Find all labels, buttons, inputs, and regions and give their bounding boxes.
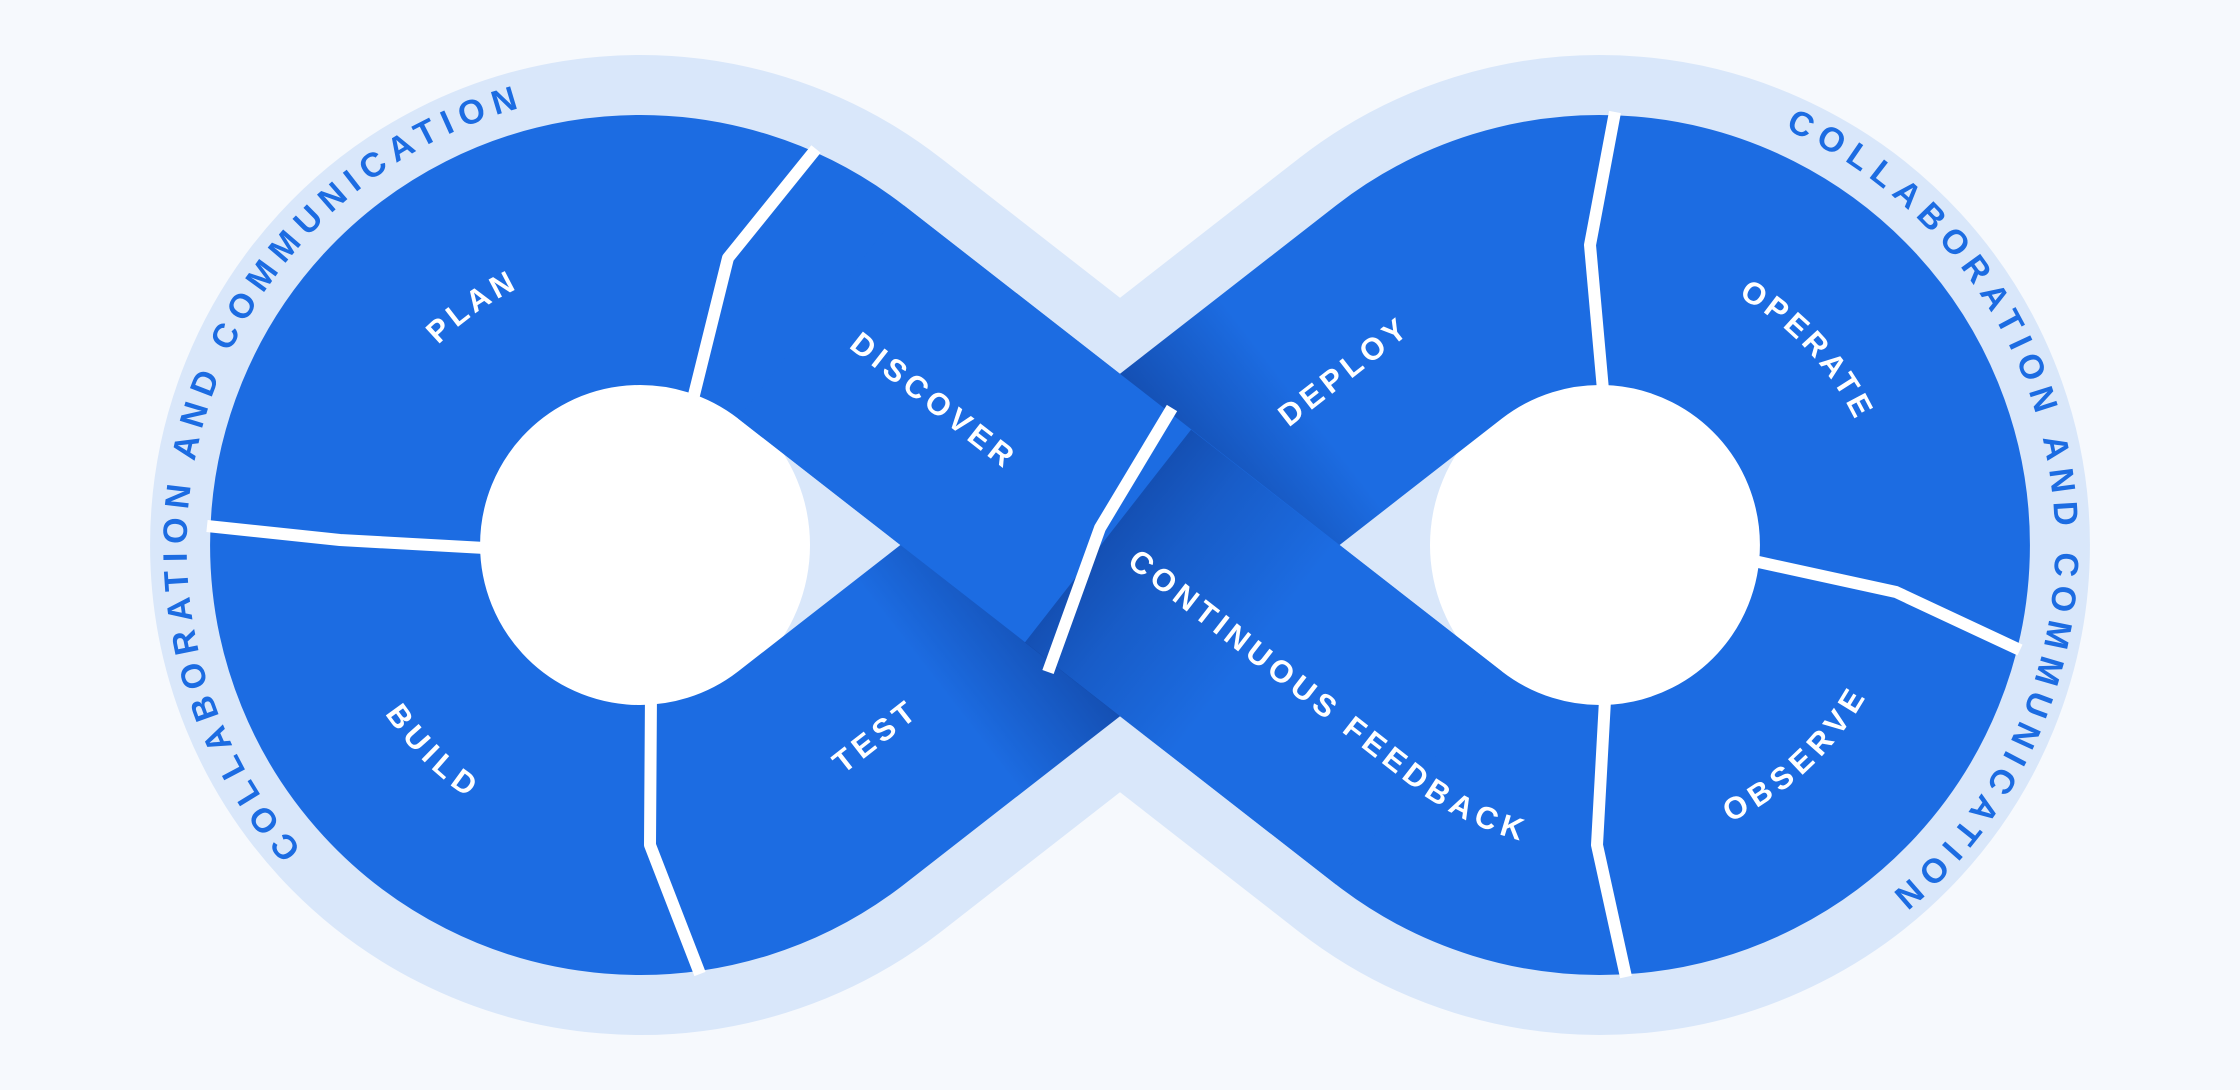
gap-build-test bbox=[644, 690, 706, 977]
right-loop-hole bbox=[1430, 375, 1770, 715]
gap-plan-build bbox=[206, 520, 486, 554]
gap-observe-feedback bbox=[1591, 699, 1632, 979]
gap-operate-observe bbox=[1752, 555, 2023, 656]
infinity-loop-body bbox=[210, 115, 2030, 975]
gap-plan-discover bbox=[687, 145, 821, 401]
gap-discover-feedback bbox=[1042, 404, 1178, 675]
crossing-shadow-feedback bbox=[1024, 429, 1338, 757]
gap-deploy-operate bbox=[1584, 110, 1621, 391]
left-loop-hole bbox=[470, 375, 810, 715]
